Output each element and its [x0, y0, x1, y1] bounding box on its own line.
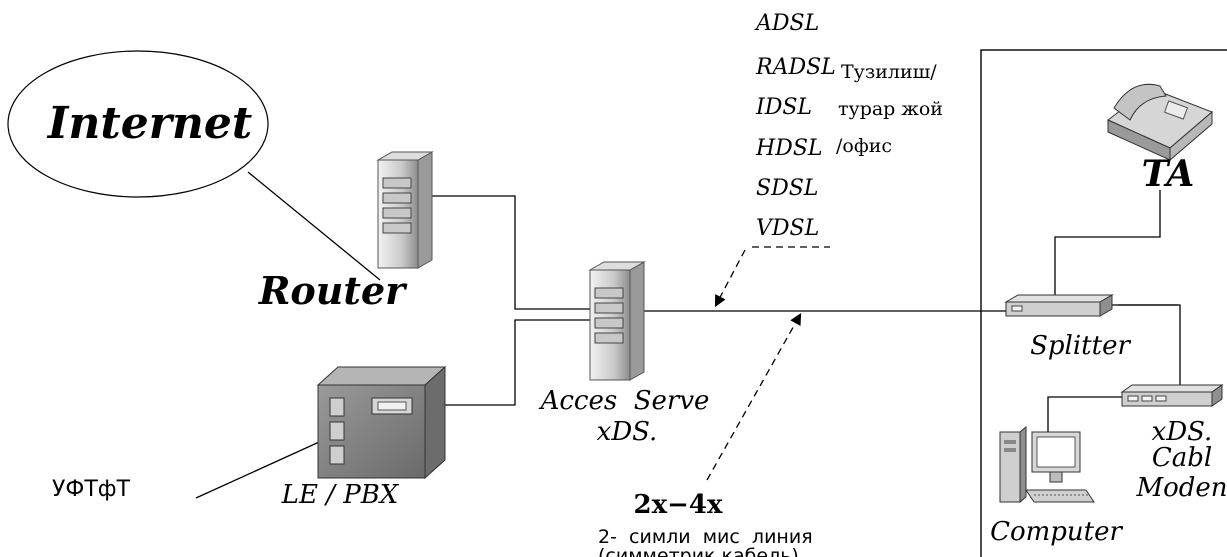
xdsl-types-arrow — [714, 249, 746, 308]
internet-label: Internet — [46, 98, 252, 149]
telephone-icon — [1107, 83, 1213, 162]
wire-desc-line-1: 2- симли мис линия — [598, 526, 813, 548]
dashed-arrows — [706, 246, 830, 481]
modem-to-computer-link — [1047, 396, 1122, 435]
internet-router-link — [247, 171, 381, 281]
splitter-icon — [1004, 294, 1114, 317]
router-server-link — [432, 195, 590, 310]
pbx-uftft-link — [195, 437, 329, 499]
xdsl-type-adsl: ADSL — [754, 11, 819, 36]
xdsl-type-idsl: IDSL — [755, 95, 812, 120]
modem-label-1: xDS. — [1152, 417, 1213, 447]
internet-cloud: Internet — [7, 50, 269, 198]
router-icon — [376, 151, 434, 269]
xdsl-type-list: ADSL RADSL IDSL HDSL SDSL VDSL — [754, 11, 836, 241]
splitter-label: Splitter — [1030, 331, 1131, 361]
xdsl-type-sdsl: SDSL — [756, 176, 818, 201]
premises-line-2: турар жой — [838, 98, 943, 120]
router-label: Router — [258, 268, 408, 313]
computer-icon — [999, 425, 1095, 504]
wire-count-label: 2x−4x — [634, 490, 723, 520]
access-server-label: Acces Serve — [539, 386, 710, 416]
le-pbx-label: LE / PBX — [281, 480, 400, 510]
premises-line-1: Тузилиш/ — [841, 61, 937, 83]
premises-description: Тузилиш/ турар жой /офис — [836, 61, 943, 157]
uftft-label: УФТфТ — [52, 477, 131, 502]
ta-label: TA — [1142, 153, 1195, 195]
access-server-icon — [588, 261, 646, 381]
premises-line-3: /офис — [836, 135, 892, 157]
le-pbx-icon — [316, 365, 447, 480]
access-server-type-label: xDS. — [597, 417, 658, 447]
xdsl-type-radsl: RADSL — [755, 55, 836, 80]
xdsl-type-hdsl: HDSL — [755, 136, 823, 161]
modem-label-3: Moden — [1135, 473, 1227, 503]
premises-boundary — [980, 49, 1227, 557]
connection-lines — [195, 171, 1181, 499]
copper-line-arrow — [706, 312, 802, 481]
splitter-to-modem-link — [1100, 304, 1181, 390]
modem-icon — [1120, 384, 1224, 407]
splitter-to-phone-link — [1054, 190, 1161, 297]
pbx-server-link — [445, 319, 590, 406]
xdsl-type-vdsl: VDSL — [756, 216, 819, 241]
modem-label-2: Cabl — [1152, 443, 1212, 473]
computer-label: Computer — [990, 517, 1123, 547]
wire-desc-line-2: (симметрик кабель) — [598, 545, 799, 557]
